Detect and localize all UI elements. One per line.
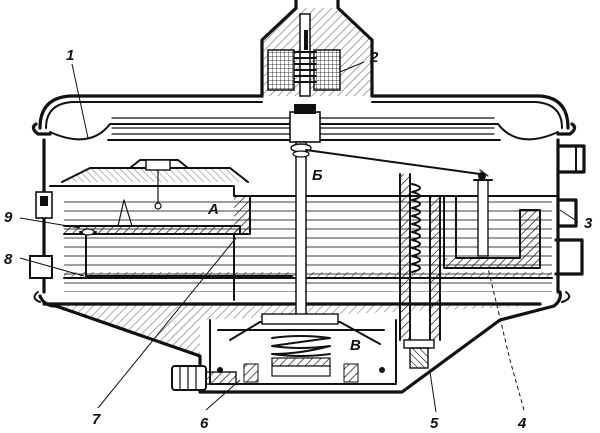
label-part-7: 7	[92, 411, 101, 428]
leader-lines	[19, 61, 579, 413]
label-part-8: 8	[4, 251, 13, 268]
label-part-9: 9	[4, 209, 13, 226]
label-chamber-b: Б	[312, 167, 323, 184]
lower-chamber-v	[209, 313, 397, 385]
solenoid-coil-right	[313, 49, 341, 91]
label-part-1: 1	[66, 47, 74, 64]
side-ports	[29, 144, 586, 279]
valve-stem-4	[473, 179, 493, 257]
solenoid-coil-left	[267, 49, 295, 91]
bottom-outlet-fitting	[171, 365, 237, 391]
solenoid-core	[299, 13, 311, 97]
label-part-5: 5	[430, 415, 439, 432]
label-part-3: 3	[584, 215, 593, 232]
chamber-labels: А Б В	[207, 167, 361, 354]
reservoir	[63, 195, 553, 301]
chamber-a-assembly	[61, 159, 249, 227]
solenoid-housing	[260, 0, 374, 98]
label-chamber-a: А	[207, 201, 219, 218]
label-part-4: 4	[517, 415, 527, 432]
label-part-2: 2	[369, 49, 379, 66]
part-labels: 1 2 3 4 5 6 7 8 9	[4, 47, 593, 432]
central-rod	[290, 141, 489, 319]
label-chamber-v: В	[350, 337, 361, 354]
regulator-body	[33, 138, 571, 394]
label-part-6: 6	[200, 415, 209, 432]
spring-column-5	[399, 173, 441, 369]
top-cover	[31, 94, 577, 143]
pin-9	[79, 228, 293, 277]
